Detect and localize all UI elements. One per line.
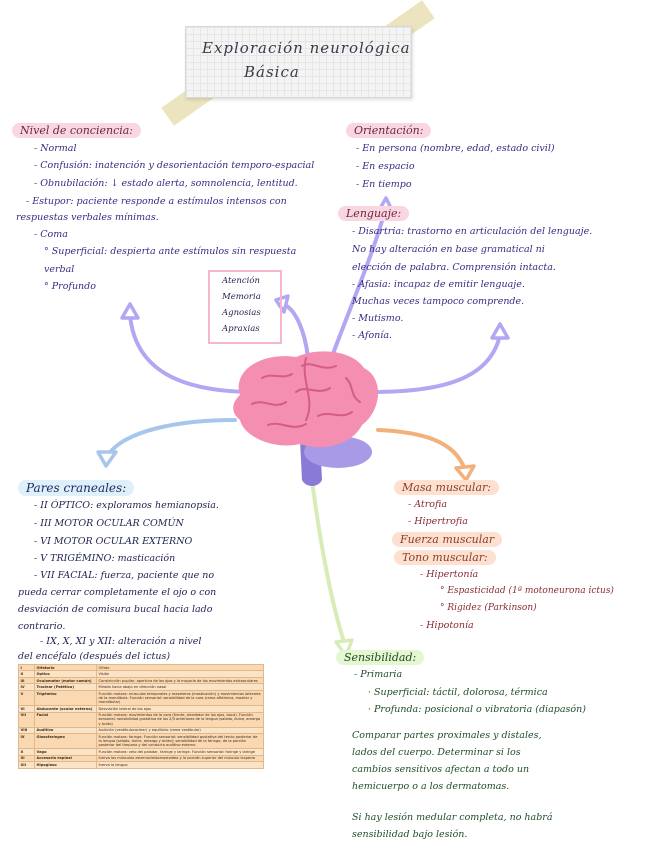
arrow-box [283,303,310,360]
consciencia-line-3: - Obnubilación: ↓ estado alerta, somnole… [34,178,298,189]
sensibilidad-line-2: · Superficial: táctil, dolorosa, térmica [368,687,548,698]
consciencia-line-8: verbal [44,264,75,275]
consciencia-line-5: respuestas verbales mínimas. [16,212,159,223]
pares-line-6: pueda cerrar completamente el ojo o con [18,587,217,598]
consciencia-line-6: - Coma [34,229,68,240]
consciencia-line-9: ° Profundo [44,281,96,292]
tono-line-1: - Hipertonía [420,569,479,580]
sensibilidad-line-3: · Profunda: posicional o vibratoria (dia… [368,704,586,715]
heading-fuerza: Fuerza muscular [392,532,503,547]
pares-line-9: - IX, X, XI y XII: alteración a nivel [40,636,202,647]
lenguaje-line-1: - Disartria: trastorno en articulación d… [352,226,593,237]
orientacion-line-2: - En espacio [356,161,415,172]
lenguaje-line-3: elección de palabra. Comprensión intacta… [352,262,556,273]
pares-line-7: desviación de comisura bucal hacia lado [18,604,213,615]
masa-line-2: - Hipertrofia [408,516,468,527]
sensibilidad-para1-line-3: cambios sensitivos afectan a todo un [352,764,530,775]
sensibilidad-line-1: - Primaria [354,669,403,680]
arrow-sensibilidad [308,463,347,647]
box-item-apraxias: Apraxias [222,324,260,334]
title-line-2: Básica [244,63,300,81]
heading-orientacion: Orientación: [346,123,432,138]
pares-line-1: - II ÓPTICO: exploramos hemianopsia. [34,500,219,511]
arrow-orientacion [328,208,387,364]
heading-tono: Tono muscular: [394,550,496,565]
consciencia-line-1: - Normal [34,143,77,154]
masa-line-1: - Atrofia [408,499,448,510]
lenguaje-line-7: - Afonía. [352,330,392,341]
pares-line-2: - III MOTOR OCULAR COMÚN [34,518,184,529]
sensibilidad-para2-line-2: sensibilidad bajo lesión. [352,829,468,840]
heading-lenguaje: Lenguaje: [338,206,410,221]
pares-line-10: del encéfalo (después del ictus) [18,651,171,662]
consciencia-line-2: - Confusión: inatención y desorientación… [34,160,315,171]
consciencia-line-7: ° Superficial: despierta ante estímulos … [44,246,297,257]
heading-pares: Pares craneales: [18,480,135,496]
arrow-lenguaje [370,333,502,394]
arrow-pares [106,418,237,457]
sensibilidad-para1-line-4: hemicuerpo o a los dermatomas. [352,781,510,792]
box-item-memoria: Memoria [222,292,261,302]
box-item-atencion: Atención [222,276,260,286]
sensibilidad-para2-line-1: Si hay lesión medular completa, no habrá [352,812,553,823]
lenguaje-line-5: Muchas veces tampoco comprende. [352,296,525,307]
orientacion-line-1: - En persona (nombre, edad, estado civil… [356,143,555,154]
lenguaje-line-2: No hay alteración en base gramatical ni [352,244,545,255]
tono-line-2: ° Espasticidad (1ª motoneurona ictus) [440,586,614,596]
heading-masa: Masa muscular: [394,480,499,495]
sensibilidad-para1-line-1: Comparar partes proximales y distales, [352,730,542,741]
tono-line-4: - Hipotonía [420,620,474,631]
brain-illustration [233,351,379,486]
lenguaje-line-4: - Afasia: incapaz de emitir lenguaje. [352,279,525,290]
sensibilidad-para1-line-2: lados del cuerpo. Determinar si los [352,747,521,758]
arrow-consciencia [128,313,257,394]
lenguaje-line-6: - Mutismo. [352,313,404,324]
title-card: Exploración neurológica Básica [185,26,412,98]
pares-line-3: - VI MOTOR OCULAR EXTERNO [34,536,193,547]
pares-line-5: - VII FACIAL: fuerza, paciente que no [34,570,215,581]
title-line-1: Exploración neurológica [202,39,411,57]
pares-line-4: - V TRIGÉMINO: masticación [34,553,176,564]
heading-sensibilidad: Sensibilidad: [336,650,425,665]
consciencia-line-4: - Estupor: paciente responde a estímulos… [26,196,287,207]
pares-line-8: contrario. [18,621,66,632]
orientacion-line-3: - En tiempo [356,179,412,190]
cognitive-box: Atención Memoria Agnosias Apraxias [208,270,282,344]
heading-consciencia: Nivel de conciencia: [12,123,142,138]
tono-line-3: ° Rigidez (Parkinson) [440,603,537,613]
box-item-agnosias: Agnosias [222,308,261,318]
arrow-muscular [376,428,467,472]
